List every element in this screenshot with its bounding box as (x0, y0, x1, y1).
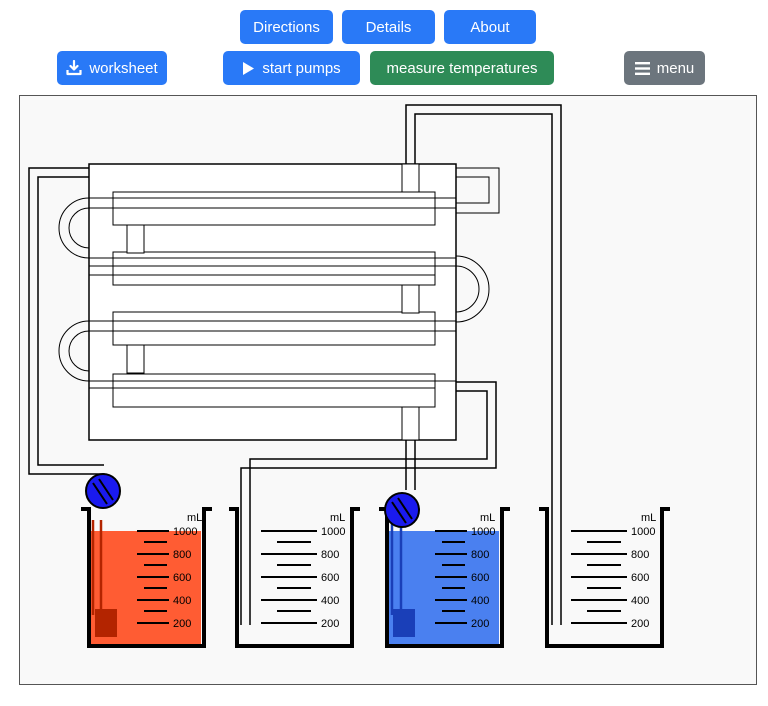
directions-label: Directions (253, 18, 320, 36)
details-button[interactable]: Details (342, 10, 435, 44)
cold-tick-1000: 1000 (471, 526, 495, 538)
cold-tick-800: 800 (471, 549, 489, 561)
worksheet-button[interactable]: worksheet (57, 51, 167, 85)
hot-tick-800: 800 (173, 549, 191, 561)
cold-beaker-scale: mL 1000 800 600 400 200 (435, 512, 495, 630)
hot-beaker-scale: mL 1000 800 600 400 200 (137, 512, 202, 630)
menu-label: menu (656, 59, 695, 77)
hot-out-beaker: mL 1000 800 600 400 200 (229, 507, 360, 648)
play-icon (242, 61, 255, 76)
start-pumps-label: start pumps (262, 59, 341, 77)
cold-out-tick-1000: 1000 (631, 526, 655, 538)
hamburger-icon (634, 61, 650, 75)
measure-temperatures-label: measure temperatures (386, 59, 538, 77)
cold-out-unit-label: mL (641, 512, 656, 524)
start-pumps-button[interactable]: start pumps (223, 51, 360, 85)
hot-out-tick-400: 400 (321, 595, 339, 607)
worksheet-label: worksheet (89, 59, 158, 77)
measure-temperatures-button[interactable]: measure temperatures (370, 51, 554, 85)
tube-row-2 (89, 251, 456, 286)
cold-pump[interactable] (384, 492, 420, 528)
hot-unit-label: mL (187, 512, 202, 524)
hot-beaker: mL 1000 800 600 400 200 (81, 507, 212, 648)
hot-out-tick-800: 800 (321, 549, 339, 561)
about-label: About (470, 18, 510, 36)
hot-pump[interactable] (85, 473, 121, 509)
download-icon (66, 60, 82, 76)
cold-tick-600: 600 (471, 572, 489, 584)
hot-tick-200: 200 (173, 618, 191, 630)
cold-out-beaker-scale: mL 1000 800 600 400 200 (571, 512, 656, 630)
details-label: Details (365, 18, 412, 36)
simulation-canvas: mL 1000 800 600 400 200 mL (19, 95, 757, 685)
cold-beaker: mL 1000 800 600 400 200 (379, 507, 510, 648)
hot-heater (95, 609, 117, 637)
hot-out-tick-600: 600 (321, 572, 339, 584)
heat-exchanger (58, 163, 500, 441)
menu-button[interactable]: menu (624, 51, 705, 85)
cold-out-tick-200: 200 (631, 618, 649, 630)
hot-tick-1000: 1000 (173, 526, 197, 538)
directions-button[interactable]: Directions (240, 10, 333, 44)
cold-out-tick-600: 600 (631, 572, 649, 584)
cold-unit-label: mL (480, 512, 495, 524)
hot-tick-400: 400 (173, 595, 191, 607)
tube-row-1 (89, 191, 456, 226)
hot-out-tick-1000: 1000 (321, 526, 345, 538)
pipes (28, 104, 562, 625)
cold-tick-400: 400 (471, 595, 489, 607)
tube-row-4 (89, 373, 456, 408)
hot-out-beaker-scale: mL 1000 800 600 400 200 (261, 512, 345, 630)
hot-tick-600: 600 (173, 572, 191, 584)
cold-out-beaker: mL 1000 800 600 400 200 (539, 507, 670, 648)
tube-row-3 (89, 311, 456, 346)
cold-out-tick-800: 800 (631, 549, 649, 561)
cold-heater (393, 609, 415, 637)
hot-out-unit-label: mL (330, 512, 345, 524)
cold-out-tick-400: 400 (631, 595, 649, 607)
hot-out-tick-200: 200 (321, 618, 339, 630)
about-button[interactable]: About (444, 10, 536, 44)
cold-tick-200: 200 (471, 618, 489, 630)
